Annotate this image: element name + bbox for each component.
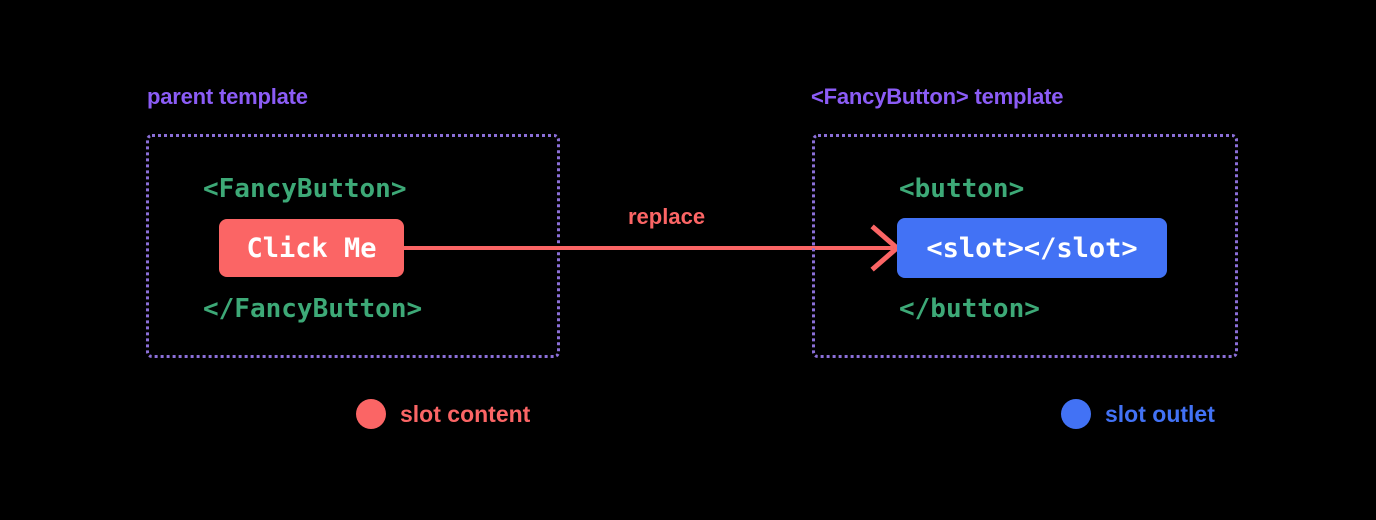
code-open-fancybutton: <FancyButton> xyxy=(203,174,407,204)
legend-label-slot-outlet: slot outlet xyxy=(1105,400,1215,427)
legend-label-slot-content: slot content xyxy=(400,400,531,427)
fancybutton-template-box xyxy=(812,134,1238,358)
legend-item-slot-content: slot content xyxy=(356,399,530,429)
slot-content-chip[interactable]: Click Me xyxy=(219,219,404,277)
slot-content-swatch-icon xyxy=(356,399,386,429)
slot-outlet-chip[interactable]: <slot></slot> xyxy=(897,218,1167,278)
code-close-fancybutton: </FancyButton> xyxy=(203,294,423,324)
parent-template-label: parent template xyxy=(147,84,308,109)
code-close-button: </button> xyxy=(899,294,1040,324)
code-open-button: <button> xyxy=(899,174,1025,204)
legend-item-slot-outlet: slot outlet xyxy=(1061,399,1215,429)
fancybutton-template-label: <FancyButton> template xyxy=(811,84,1064,109)
slot-outlet-swatch-icon xyxy=(1061,399,1091,429)
replace-label: replace xyxy=(628,204,706,229)
